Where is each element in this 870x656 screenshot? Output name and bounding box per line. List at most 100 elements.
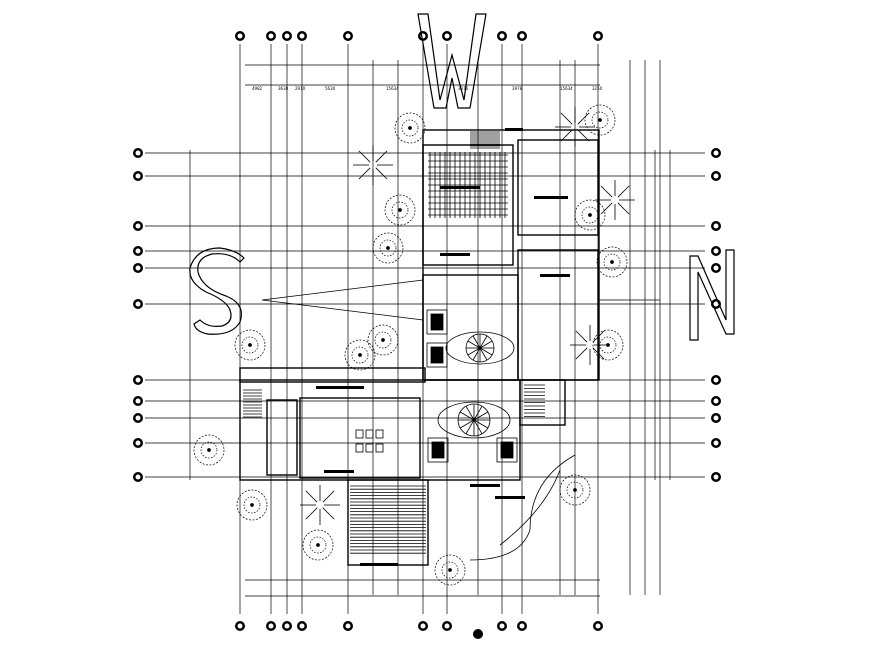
wall [299,397,421,479]
tree-inner [591,111,609,129]
table-spoke [473,419,483,435]
grid-bubble-inner [713,474,719,480]
table-spoke [467,340,481,349]
dimension-label: 4982 [252,86,263,91]
tree [234,329,266,361]
grid-bubble-inner [135,150,141,156]
tree-trunk [250,503,254,507]
star-ray [617,202,630,215]
interior-details [243,107,660,566]
compass-letters [189,13,735,341]
tree-trunk [358,353,362,357]
desk [375,429,384,439]
grid-bubble-inner [713,223,719,229]
tree [394,112,426,144]
tree-inner [599,336,617,354]
tree-trunk [386,246,390,250]
grid-bubble-inner [135,265,141,271]
grid-bubble-inner [519,623,525,629]
grid-bubble-inner [713,301,719,307]
desk [365,429,374,439]
table-spoke [479,335,488,349]
star-ray [375,150,388,163]
grid-bubble-inner [713,398,719,404]
table-spoke [479,340,493,349]
tree-inner [391,201,409,219]
star-ray [575,347,588,360]
star-ray [575,330,588,343]
annotation-bar [316,386,364,389]
grid-bubble-inner [444,33,450,39]
building-walls [239,129,600,566]
star-ray [305,490,318,503]
tree-inner [566,481,584,499]
desk [355,443,364,453]
grid-bubble-inner [268,623,274,629]
desk [355,429,364,439]
square-table [496,437,518,463]
table-spoke [473,419,489,429]
curved-path [499,469,561,546]
tree [559,474,591,506]
grid-bubble-inner [713,415,719,421]
grid-bubble-inner [713,265,719,271]
letter-w [417,13,487,109]
star-ray [358,150,371,163]
tree [592,329,624,361]
star-ray [592,347,605,360]
table-top [500,441,514,459]
annotation-bar [470,484,500,487]
table-top [430,346,444,364]
tree-trunk [398,208,402,212]
dimension-label: 3376 [458,86,469,91]
tree-inner [243,496,261,514]
star-ray [322,490,335,503]
table-spoke [465,405,475,421]
annotation-bar [495,496,525,499]
annotation-bar [360,563,398,566]
grid-bubble-inner [135,398,141,404]
desk [365,443,374,453]
annotation-bar [324,470,354,473]
grid-bubble-inner [345,33,351,39]
tree-inner [309,536,327,554]
table-top [431,441,445,459]
grid-bubble-inner [135,415,141,421]
table-spoke [459,419,475,429]
grid-bubble-inner [299,623,305,629]
table-spoke [465,419,475,435]
grid-bubble-inner [135,301,141,307]
wall [517,249,599,381]
grid-bubble-inner [595,623,601,629]
tree-trunk [598,118,602,122]
grid-bubble-inner [444,623,450,629]
star-ray [577,112,590,125]
tree [372,232,404,264]
letter-s [189,247,245,335]
star-ray [600,185,613,198]
tree-trunk [606,343,610,347]
wall [517,139,599,236]
grid-bubble-inner [135,474,141,480]
dimension-label: 15634 [560,86,573,91]
star-ray [560,129,573,142]
annotation-bar [440,253,470,256]
grid-bubbles [133,31,721,639]
tree-trunk [207,448,211,452]
tree-inner [241,336,259,354]
tree [302,529,334,561]
square-table [426,309,448,335]
tree [236,489,268,521]
grid-bubble-inner [237,623,243,629]
star-ray [600,202,613,215]
tree [434,554,466,586]
letter-n [689,249,735,341]
landscape-trees [193,104,628,586]
annotation-bar [505,128,523,131]
grid-bubble-inner [499,33,505,39]
table-spoke [472,335,481,349]
star-ray [560,112,573,125]
grid-bubble-inner [135,440,141,446]
